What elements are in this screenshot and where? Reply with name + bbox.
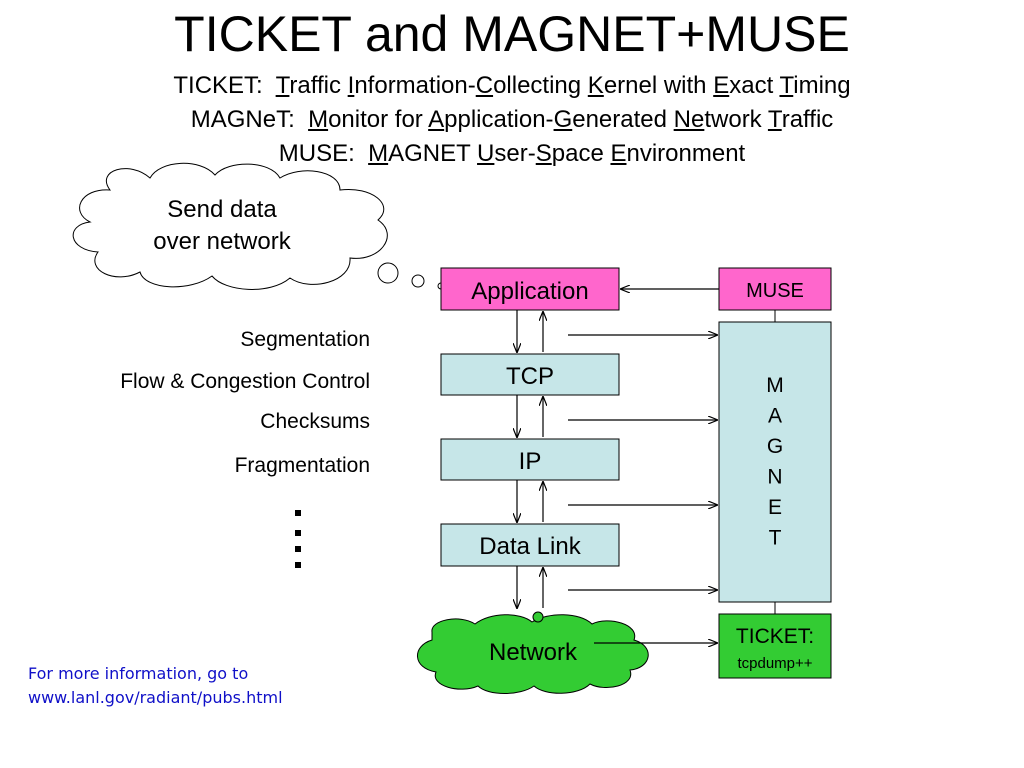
application-box bbox=[440, 267, 620, 311]
ticket-label: TICKET: bbox=[736, 625, 814, 648]
ticket-expansion: TICKET: Traffic Information-Collecting K… bbox=[0, 72, 1024, 100]
ticket-box bbox=[718, 613, 832, 679]
muse-expansion: MUSE: MAGNET User-Space Environment bbox=[0, 140, 1024, 168]
page-title: TICKET and MAGNET+MUSE bbox=[174, 6, 850, 62]
expansion-segment: T bbox=[779, 72, 794, 99]
expansion-segment: raffic bbox=[289, 72, 348, 99]
muse-label: MUSE bbox=[746, 280, 804, 302]
expansion-segment: G bbox=[553, 106, 573, 133]
magnet-letter: A bbox=[768, 405, 782, 428]
expansion-segment: E bbox=[610, 140, 627, 167]
tcp-box bbox=[440, 353, 620, 396]
network-label: Network bbox=[489, 639, 578, 666]
expansion-segment: S bbox=[535, 140, 552, 167]
network-cloud: Network bbox=[417, 614, 649, 694]
expansion-segment: Ne bbox=[673, 106, 705, 133]
expansion-segment: onitor for bbox=[328, 106, 429, 133]
magnet-letters: MAGNET bbox=[766, 374, 784, 550]
magnet-expansion: MAGNeT: Monitor for Application-Generate… bbox=[0, 106, 1024, 134]
thought-dot-medium bbox=[411, 274, 425, 288]
expansion-segment: T bbox=[275, 72, 290, 99]
expansion-segment: A bbox=[428, 106, 445, 133]
expansion-segment: nformation- bbox=[354, 72, 476, 99]
magnet-box bbox=[718, 321, 832, 603]
expansion-segment: AGNET bbox=[388, 140, 478, 167]
expansion-segment: MAGNeT: bbox=[190, 106, 309, 133]
expansion-segment: ser- bbox=[494, 140, 536, 167]
data-link-label: Data Link bbox=[479, 533, 581, 560]
expansion-segment: xact bbox=[729, 72, 780, 99]
thought-dot-large bbox=[377, 262, 399, 284]
expansion-segment: twork bbox=[704, 106, 768, 133]
segmentation-label: Segmentation bbox=[240, 328, 370, 351]
application-label: Application bbox=[471, 278, 588, 305]
data-link-box bbox=[440, 523, 620, 567]
thought-bubble-line1: Send data bbox=[167, 196, 277, 223]
expansion-segment: M bbox=[368, 140, 389, 167]
fragmentation-label: Fragmentation bbox=[235, 454, 370, 477]
magnet-tap-arrows bbox=[568, 335, 717, 590]
expansion-segment: C bbox=[475, 72, 494, 99]
ip-label: IP bbox=[519, 448, 542, 475]
expansion-segment: nvironment bbox=[626, 140, 746, 167]
footer-line1: For more information, go to bbox=[28, 664, 249, 683]
stack-arrows bbox=[517, 310, 543, 608]
expansion-segment: pace bbox=[551, 140, 611, 167]
expansion-segment: MUSE: bbox=[278, 140, 369, 167]
ip-box bbox=[440, 438, 620, 481]
expansion-segment: E bbox=[713, 72, 730, 99]
expansion-segment: enerated bbox=[572, 106, 674, 133]
expansion-segment: raffic bbox=[781, 106, 834, 133]
network-tap-icon bbox=[532, 611, 544, 623]
magnet-letter: T bbox=[769, 527, 782, 550]
expansion-segment: U bbox=[477, 140, 495, 167]
expansion-segment: M bbox=[308, 106, 329, 133]
expansion-segment: K bbox=[587, 72, 604, 99]
magnet-letter: M bbox=[766, 374, 784, 397]
magnet-letter: G bbox=[767, 435, 783, 458]
expansion-segment: iming bbox=[793, 72, 851, 99]
expansion-segment: T bbox=[767, 106, 782, 133]
thought-bubble-line2: over network bbox=[153, 228, 291, 255]
tcp-label: TCP bbox=[506, 363, 554, 390]
footer-link[interactable]: www.lanl.gov/radiant/pubs.html bbox=[28, 688, 283, 707]
expansion-segment: pplication- bbox=[444, 106, 554, 133]
expansion-segment: ernel with bbox=[603, 72, 714, 99]
ellipsis-icon bbox=[295, 510, 301, 568]
magnet-letter: E bbox=[768, 496, 782, 519]
thought-bubble: Send data over network bbox=[72, 162, 388, 290]
expansion-segment: I bbox=[347, 72, 355, 99]
checksums-label: Checksums bbox=[260, 410, 370, 433]
magnet-letter: N bbox=[767, 466, 782, 489]
flow-control-label: Flow & Congestion Control bbox=[120, 370, 370, 393]
expansion-segment: ollecting bbox=[493, 72, 588, 99]
footer-info: For more information, go to www.lanl.gov… bbox=[28, 662, 283, 710]
expansion-segment: TICKET: bbox=[173, 72, 276, 99]
ticket-sub-label: tcpdump++ bbox=[737, 655, 812, 672]
